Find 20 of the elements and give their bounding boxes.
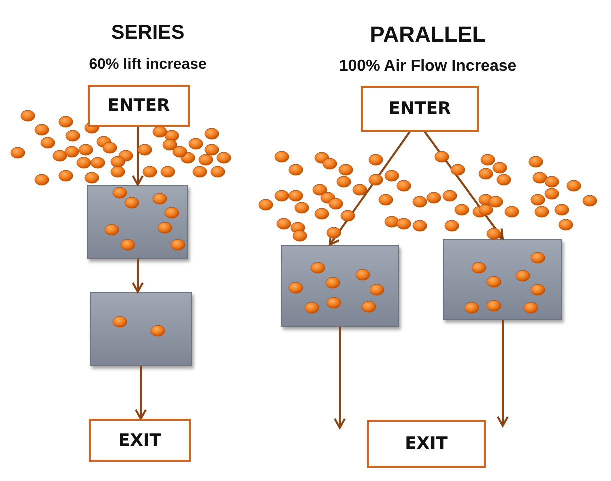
process-box [361, 86, 479, 132]
process-box [367, 420, 486, 468]
box-label: EXIT [405, 434, 448, 454]
arrow [132, 127, 144, 186]
process-box [88, 85, 190, 127]
heading: SERIES [111, 22, 185, 45]
box-label: ENTER [108, 96, 170, 116]
arrow [329, 131, 411, 246]
arrow [334, 327, 346, 429]
box-label: EXIT [118, 430, 162, 450]
box-label: ENTER [388, 99, 452, 119]
heading: PARALLEL [370, 22, 486, 48]
arrow [497, 320, 509, 427]
subheading: 60% lift increase [89, 56, 207, 73]
process-box [89, 419, 191, 462]
subheading: 100% Air Flow Increase [339, 58, 517, 76]
chamber-box [90, 292, 192, 366]
arrow [135, 366, 147, 420]
arrow [132, 259, 144, 293]
arrow [424, 131, 504, 240]
